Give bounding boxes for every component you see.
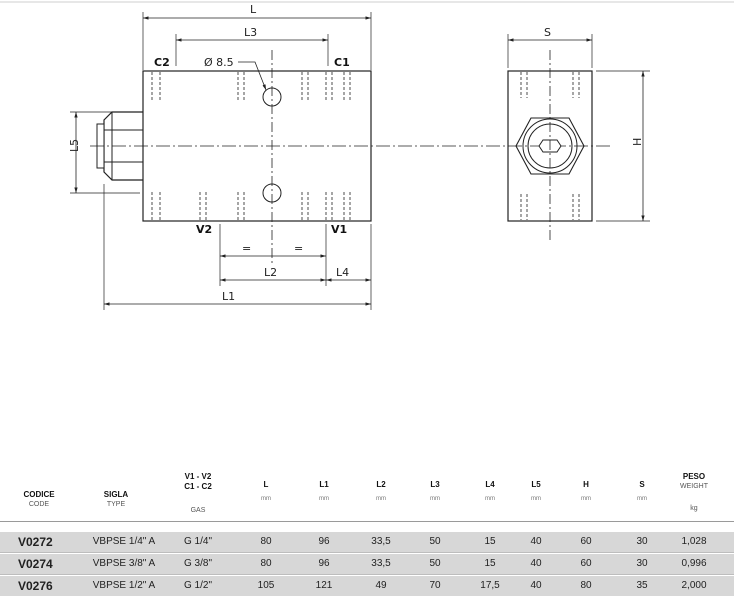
cell-code: V0274	[18, 557, 53, 571]
spec-table: CODICE CODE SIGLA TYPE V1 - V2 C1 - C2 G…	[0, 466, 734, 600]
cell-L2: 49	[375, 580, 387, 591]
cell-L1: 96	[318, 558, 330, 569]
table-row: V0274 VBPSE 3/8" A G 3/8" 80 96 33,5 50 …	[0, 554, 734, 574]
header-L2: L2 mm	[376, 480, 386, 502]
cell-L5: 40	[530, 536, 542, 547]
mounting-hole-top	[262, 87, 282, 107]
label-C1: C1	[334, 56, 350, 69]
label-L5: L5	[68, 139, 81, 152]
cell-L3: 70	[429, 580, 441, 591]
table-row: V0272 VBPSE 1/4" A G 1/4" 80 96 33,5 50 …	[0, 532, 734, 552]
cell-L2: 33,5	[371, 536, 391, 547]
label-L2: L2	[264, 266, 277, 279]
cell-L5: 40	[530, 580, 542, 591]
header-weight: PESO WEIGHT kg	[680, 472, 708, 512]
row-separator	[0, 552, 734, 553]
header-L1: L1 mm	[319, 480, 329, 502]
label-L: L	[250, 3, 257, 16]
cell-L3: 50	[429, 558, 441, 569]
header-gas: V1 - V2 C1 - C2 GAS	[184, 472, 212, 514]
cell-L2: 33,5	[371, 558, 391, 569]
label-eq-left: =	[242, 242, 251, 255]
cell-L1: 121	[315, 580, 333, 591]
cell-H: 80	[580, 580, 592, 591]
hole-leader	[238, 61, 267, 91]
label-L3: L3	[244, 26, 257, 39]
label-eq-right: =	[294, 242, 303, 255]
side-view	[507, 34, 650, 240]
label-V2: V2	[196, 223, 212, 236]
table-row: V0276 VBPSE 1/2" A G 1/2" 105 121 49 70 …	[0, 576, 734, 596]
header-code: CODICE CODE	[23, 490, 55, 508]
header-type: SIGLA TYPE	[103, 490, 129, 508]
header-L: L mm	[261, 480, 271, 502]
cell-S: 30	[636, 558, 648, 569]
cell-L: 80	[260, 558, 272, 569]
cell-type: VBPSE 1/2" A	[92, 580, 156, 591]
cell-S: 30	[636, 536, 648, 547]
header-H: H mm	[581, 480, 591, 502]
header-L4: L4 mm	[485, 480, 495, 502]
label-hole: Ø 8.5	[204, 56, 234, 69]
cell-L: 80	[260, 536, 272, 547]
row-separator	[0, 574, 734, 575]
cell-weight: 2,000	[681, 580, 707, 591]
cell-L4: 15	[484, 536, 496, 547]
cell-L4: 17,5	[480, 580, 500, 591]
cell-L1: 96	[318, 536, 330, 547]
cell-H: 60	[580, 536, 592, 547]
cell-gas: G 1/4"	[183, 536, 212, 547]
cell-code: V0272	[18, 535, 53, 549]
label-H: H	[631, 138, 644, 146]
cell-H: 60	[580, 558, 592, 569]
cell-gas: G 3/8"	[183, 558, 212, 569]
cell-type: VBPSE 3/8" A	[92, 558, 156, 569]
cell-weight: 1,028	[681, 536, 707, 547]
cell-L5: 40	[530, 558, 542, 569]
cell-gas: G 1/2"	[183, 580, 212, 591]
front-view	[70, 12, 610, 310]
side-hex-nut	[515, 117, 585, 175]
header-separator	[0, 521, 734, 522]
label-V1: V1	[331, 223, 347, 236]
mounting-hole-bottom	[262, 183, 282, 203]
cell-code: V0276	[18, 579, 53, 593]
header-S: S mm	[637, 480, 647, 502]
cell-type: VBPSE 1/4" A	[92, 536, 156, 547]
cell-L4: 15	[484, 558, 496, 569]
label-S: S	[544, 26, 551, 39]
cell-weight: 0,996	[681, 558, 707, 569]
label-L4: L4	[336, 266, 349, 279]
cell-L: 105	[257, 580, 275, 591]
label-L1: L1	[222, 290, 235, 303]
label-C2: C2	[154, 56, 170, 69]
cell-S: 35	[636, 580, 648, 591]
header-L5: L5 mm	[531, 480, 541, 502]
cell-L3: 50	[429, 536, 441, 547]
header-L3: L3 mm	[430, 480, 440, 502]
technical-drawing: L L3 Ø 8.5 C2 C1 V2 V1 L5 = = L2 L4 L1 S…	[0, 1, 734, 310]
